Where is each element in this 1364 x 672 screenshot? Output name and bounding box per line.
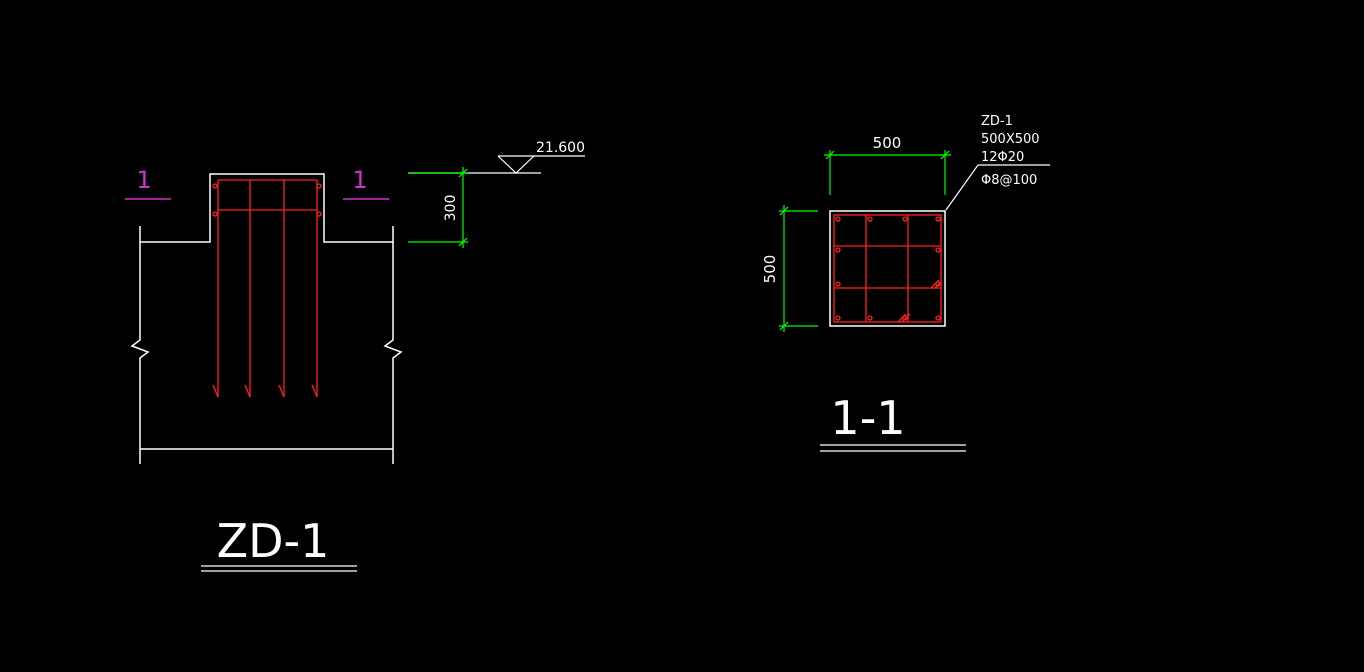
section-cut-left: 1 bbox=[125, 166, 171, 200]
level-mark: 21.600 bbox=[408, 140, 585, 174]
section-height-dimension-value: 500 bbox=[761, 255, 779, 284]
leader-note-name: ZD-1 bbox=[981, 114, 1013, 129]
elevation-title: ZD-1 bbox=[217, 514, 330, 568]
section-cut-right: 1 bbox=[343, 166, 389, 200]
section-outline bbox=[829, 210, 946, 327]
leader-note-main-bars: 12Φ20 bbox=[981, 150, 1024, 165]
rebar-cage bbox=[212, 179, 322, 398]
section-title: 1-1 bbox=[830, 391, 905, 445]
elevation-view: 1 1 21.600 300 ZD-1 bbox=[125, 140, 585, 572]
level-mark-value: 21.600 bbox=[536, 140, 585, 156]
leader-note-size: 500X500 bbox=[981, 132, 1040, 147]
section-cut-left-label: 1 bbox=[136, 166, 151, 194]
width-dimension bbox=[824, 150, 951, 195]
right-wall-break-line bbox=[383, 242, 403, 464]
leader-note: ZD-1 500X500 12Φ20 Φ8@100 bbox=[945, 114, 1050, 211]
section-cut-right-label: 1 bbox=[352, 166, 367, 194]
left-wall-break-line bbox=[130, 242, 150, 464]
height-dimension-value: 300 bbox=[443, 195, 459, 222]
leader-note-stirrups: Φ8@100 bbox=[981, 173, 1037, 188]
section-rebar bbox=[833, 214, 942, 323]
pier-outline bbox=[139, 173, 394, 243]
height-dimension bbox=[408, 167, 468, 248]
section-height-dimension bbox=[779, 205, 818, 332]
section-view: 500 500 ZD-1 500X500 12Φ20 Φ8@100 1-1 bbox=[761, 114, 1050, 452]
width-dimension-value: 500 bbox=[873, 134, 902, 152]
